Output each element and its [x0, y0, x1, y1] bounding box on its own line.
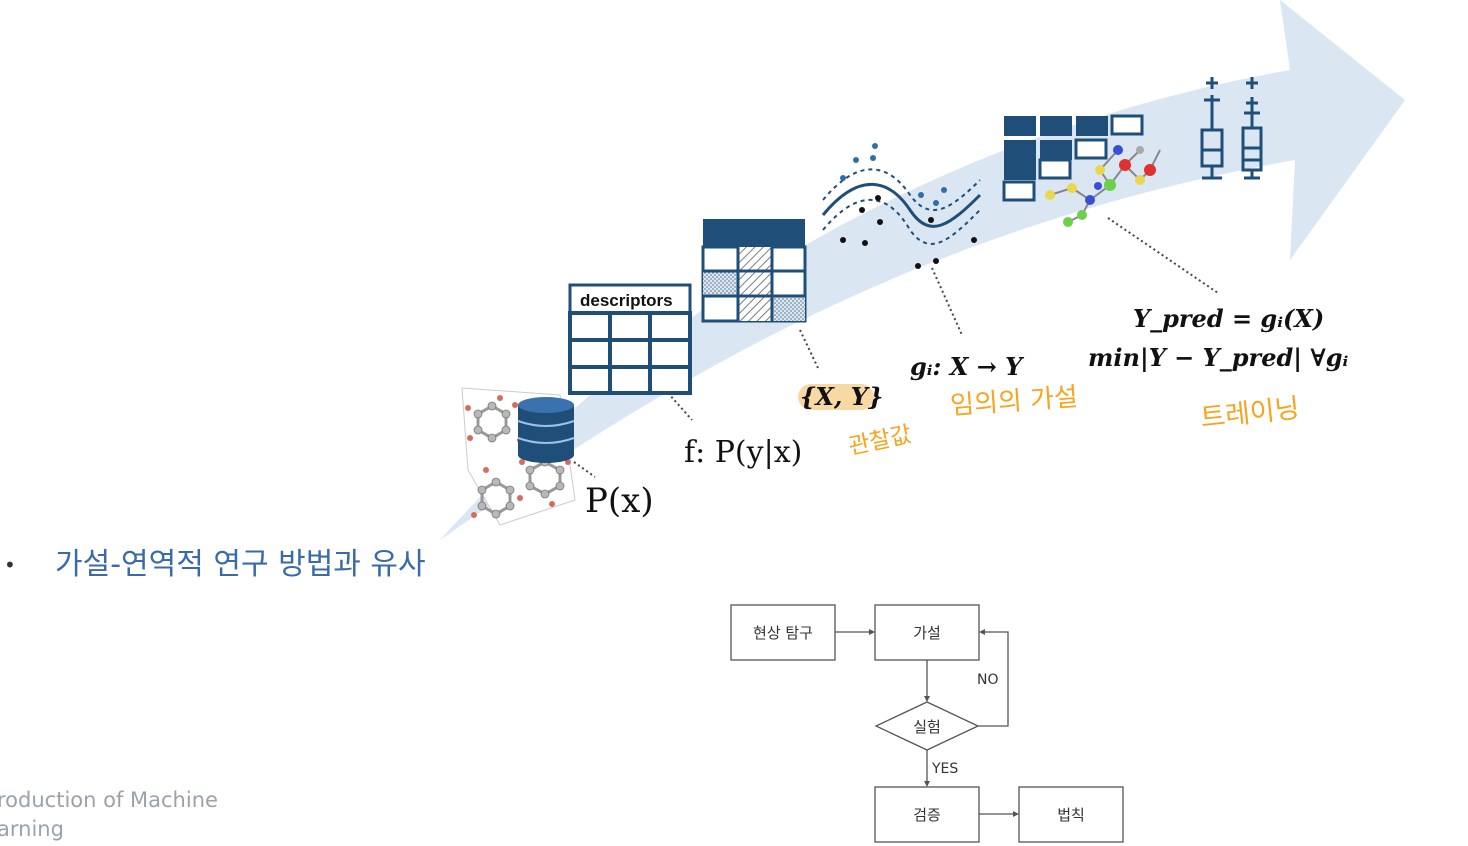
descriptors-label: descriptors — [580, 291, 673, 310]
box-hypothesis — [874, 604, 980, 661]
box-explore — [730, 604, 836, 661]
min-equation: min|Y − Y_pred| ∀gᵢ — [1088, 343, 1349, 372]
hw-hypothesis: 임의의 가설 — [949, 382, 1079, 421]
model-grid — [1002, 114, 1144, 202]
hw-observation: 관찰값 — [846, 422, 914, 461]
flow-hypothesis-label: 가설 — [913, 624, 941, 642]
bullet-text: 가설-연역적 연구 방법과 유사 — [55, 547, 426, 582]
curve-fit-plot — [821, 143, 982, 269]
flow-explore-label: 현상 탐구 — [753, 624, 813, 642]
xy-data-table — [701, 219, 807, 323]
f-label: f: P(y|x) — [684, 435, 802, 470]
flow-no-label: NO — [977, 672, 999, 688]
xy-label: {X, Y} — [800, 382, 883, 411]
train-leader-line — [1107, 217, 1219, 294]
flow-law-label: 법칙 — [1057, 806, 1085, 824]
px-label: P(x) — [585, 481, 654, 521]
bullet-marker: • — [4, 553, 16, 577]
box-plot-icon — [1200, 77, 1224, 180]
box-plot-icon-2 — [1241, 77, 1263, 180]
xy-leader-line — [799, 329, 819, 369]
descriptors-table — [568, 283, 692, 395]
flow-experiment-label: 실험 — [913, 718, 941, 736]
footer-line-1: roduction of Machine — [0, 788, 218, 812]
flowchart — [730, 604, 1124, 843]
px-leader-line — [573, 461, 596, 478]
footer-title: roduction of Machine arning — [0, 786, 218, 844]
colored-molecule — [1045, 145, 1161, 227]
ypred-equation: Y_pred = gᵢ(X) — [1133, 304, 1324, 333]
box-law — [1018, 786, 1124, 843]
flow-yes-label: YES — [931, 761, 958, 777]
g-leader-line — [931, 267, 963, 336]
g-label: gᵢ: X → Y — [910, 352, 1025, 381]
progress-arrow — [440, 0, 1405, 540]
flow-verify-label: 검증 — [913, 806, 941, 824]
hw-training: 트레이닝 — [1199, 393, 1301, 434]
footer-line-2: arning — [0, 817, 64, 841]
xy-highlight — [798, 384, 874, 410]
box-verify — [874, 786, 980, 843]
f-leader-line — [667, 392, 693, 421]
database-icon — [517, 397, 575, 463]
